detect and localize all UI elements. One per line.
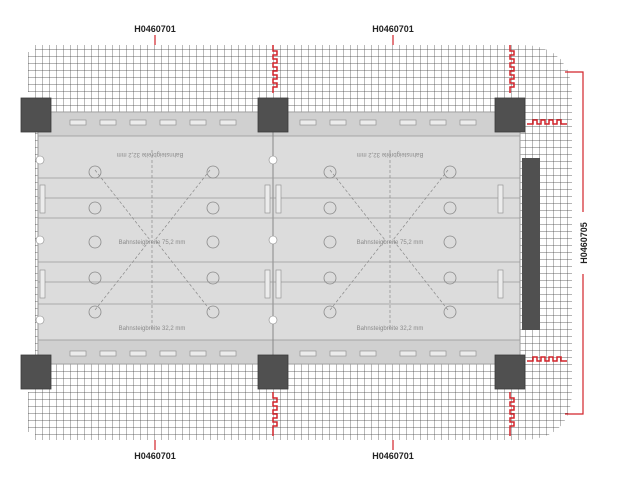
label-bottom-right: H0460701 (372, 451, 414, 461)
platform-width-mid-right: Bahnsteigbreite 75,2 mm (357, 240, 424, 246)
connector-right-bottom (527, 356, 567, 362)
label-top-right: H0460701 (372, 24, 414, 34)
pillar-top-left (20, 97, 52, 133)
seam-notches (35, 155, 278, 325)
connector-right-top (527, 119, 567, 125)
platform-width-texts: Bahnsteigbreite 32,2 mm Bahnsteigbreite … (117, 151, 424, 332)
label-bottom-left: H0460701 (134, 451, 176, 461)
connector-bottom-right (509, 392, 515, 436)
platform-width-mid-left: Bahnsteigbreite 75,2 mm (119, 240, 186, 246)
label-side: H0460705 (579, 222, 589, 264)
mount-holes (88, 165, 457, 319)
side-ramp (522, 158, 540, 330)
pillar-top-center (257, 97, 289, 133)
connector-top-right (509, 45, 515, 93)
edge-slots (39, 119, 504, 357)
pillar-bottom-center (257, 354, 289, 390)
connector-bottom-center (272, 392, 278, 436)
platform-width-bottom-left: Bahnsteigbreite 32,2 mm (119, 326, 186, 332)
dashed-guides (94, 150, 449, 330)
pillar-bottom-left (20, 354, 52, 390)
platform-width-bottom-right: Bahnsteigbreite 32,2 mm (357, 326, 424, 332)
connector-top-center (272, 45, 278, 93)
grid-left-edge (28, 52, 35, 432)
label-top-left: H0460701 (134, 24, 176, 34)
pillar-top-right (494, 97, 526, 133)
red-connectors (272, 45, 567, 436)
pillar-bottom-right (494, 354, 526, 390)
platform-width-top-right: Bahnsteigbreite 32,2 mm (357, 151, 424, 157)
platform-width-top-left: Bahnsteigbreite 32,2 mm (117, 151, 184, 157)
platform-base (37, 111, 521, 365)
pillars (20, 97, 526, 390)
side-label-bg (578, 212, 588, 274)
